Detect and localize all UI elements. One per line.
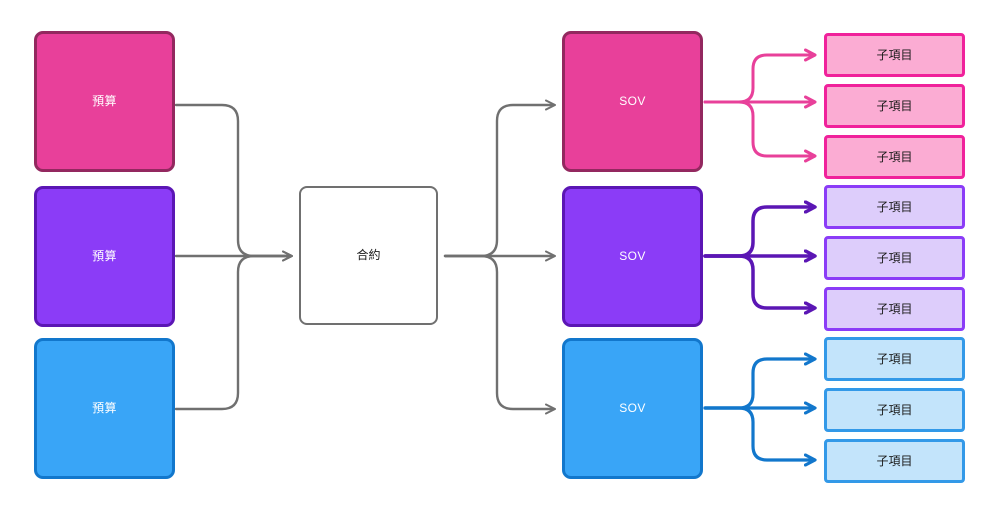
leaf-node-blue-1-label: 子項目 [876, 351, 913, 366]
edge-sov-pink-to-leaves [703, 48, 817, 163]
leaf-node-pink-1[interactable]: 子項目 [824, 33, 965, 77]
edge-contract-to-sov-blue [443, 254, 556, 415]
leaf-node-pink-3[interactable]: 子項目 [824, 135, 965, 179]
sov-node-pink-label: SOV [619, 94, 646, 109]
leaf-node-blue-2-label: 子項目 [876, 402, 913, 417]
sov-node-blue[interactable]: SOV [562, 338, 703, 479]
edge-budget-bottom-to-contract [174, 254, 293, 411]
leaf-node-purple-3[interactable]: 子項目 [824, 287, 965, 331]
contract-node-label: 合約 [356, 248, 381, 263]
leaf-node-purple-3-label: 子項目 [876, 301, 913, 316]
edge-budget-top-to-contract [174, 103, 293, 262]
leaf-node-pink-1-label: 子項目 [876, 47, 913, 62]
edge-contract-to-sov-pink [443, 99, 556, 258]
budget-node-purple[interactable]: 預算 [34, 186, 175, 327]
leaf-node-blue-3-label: 子項目 [876, 453, 913, 468]
sov-node-pink[interactable]: SOV [562, 31, 703, 172]
sov-node-purple[interactable]: SOV [562, 186, 703, 327]
budget-node-pink[interactable]: 預算 [34, 31, 175, 172]
leaf-node-purple-2[interactable]: 子項目 [824, 236, 965, 280]
leaf-node-purple-1[interactable]: 子項目 [824, 185, 965, 229]
contract-node[interactable]: 合約 [299, 186, 438, 325]
leaf-node-purple-2-label: 子項目 [876, 250, 913, 265]
edge-sov-purple-to-leaves [703, 207, 814, 308]
budget-node-purple-label: 預算 [92, 249, 117, 264]
leaf-node-pink-2[interactable]: 子項目 [824, 84, 965, 128]
leaf-node-pink-3-label: 子項目 [876, 149, 913, 164]
sov-node-blue-label: SOV [619, 401, 646, 416]
budget-node-blue-label: 預算 [92, 401, 117, 416]
sov-node-purple-label: SOV [619, 249, 646, 264]
leaf-node-blue-3[interactable]: 子項目 [824, 439, 965, 483]
leaf-node-blue-2[interactable]: 子項目 [824, 388, 965, 432]
budget-node-pink-label: 預算 [92, 94, 117, 109]
edge-sov-blue-to-leaves [703, 359, 814, 460]
leaf-node-purple-1-label: 子項目 [876, 199, 913, 214]
budget-node-blue[interactable]: 預算 [34, 338, 175, 479]
leaf-node-blue-1[interactable]: 子項目 [824, 337, 965, 381]
leaf-node-pink-2-label: 子項目 [876, 98, 913, 113]
